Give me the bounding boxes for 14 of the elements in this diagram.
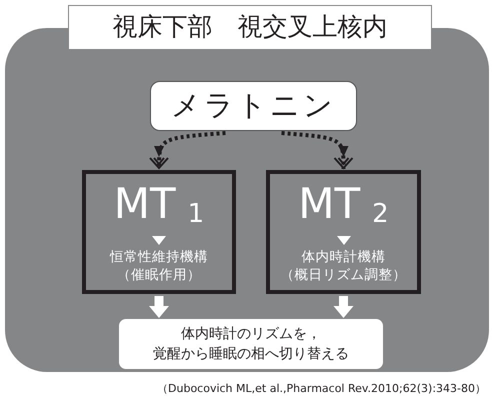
receptor-name: MT$_{1}$ (112, 178, 206, 231)
dotted-arrow (149, 131, 226, 170)
receptor-name: MT$_{2}$ (297, 178, 390, 231)
receptor-box (266, 170, 421, 294)
result-box: 体内時計のリズムを，覚醒から睡眠の相へ切り替える (118, 318, 384, 370)
receptor-box (82, 170, 236, 294)
citation-text: （Dubocovich ML,et al.,Pharmacol Rev.2010;62(3):343-80） (157, 381, 486, 396)
block-arrow (334, 296, 354, 318)
function-text: 体内時計機構（概日リズム調整） (280, 248, 408, 284)
block-arrow (149, 296, 169, 318)
function-text: 恒常性維持機構（催眠作用） (108, 248, 209, 284)
hormone-box: メラトニン (150, 81, 357, 131)
region-heading: 視床下部 視交叉上核内 (68, 5, 432, 50)
dotted-arrow (281, 131, 354, 170)
